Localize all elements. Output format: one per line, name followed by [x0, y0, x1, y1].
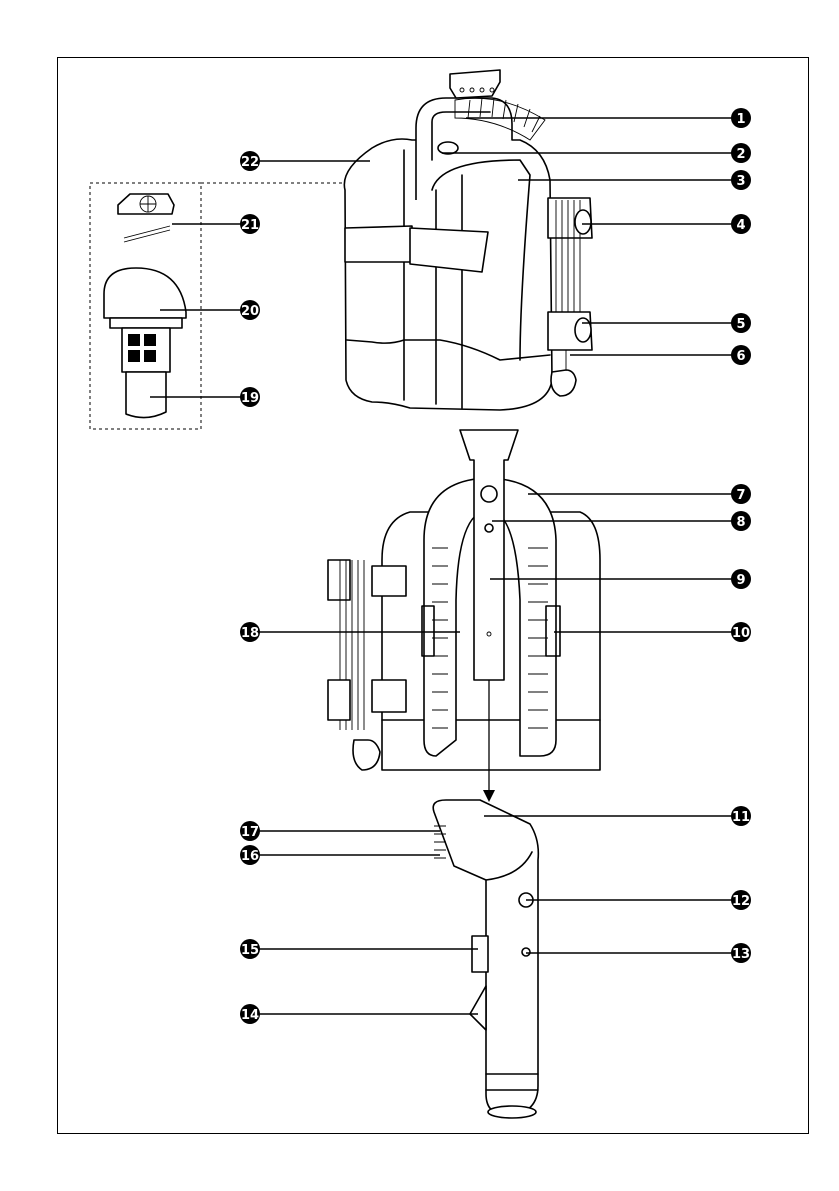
svg-text:6: 6 [736, 349, 745, 364]
callout-6: 6 [731, 345, 751, 365]
callout-13: 13 [731, 943, 751, 963]
spray-handle-detail [433, 800, 538, 1118]
rear-upper-cord-hook [328, 560, 350, 600]
svg-text:12: 12 [732, 894, 750, 909]
tank-unit-rear-view [328, 430, 600, 802]
svg-text:7: 7 [736, 488, 745, 503]
callout-14: 14 [240, 1004, 260, 1024]
svg-text:11: 11 [732, 810, 750, 825]
rear-lower-cord-hook [328, 680, 350, 720]
svg-text:18: 18 [241, 626, 259, 641]
svg-text:4: 4 [736, 218, 745, 233]
svg-text:14: 14 [241, 1008, 259, 1023]
callout-19: 19 [240, 387, 260, 407]
svg-text:8: 8 [736, 515, 745, 530]
callout-16: 16 [240, 845, 260, 865]
left-grip [345, 226, 412, 262]
callout-17: 17 [240, 821, 260, 841]
right-grip [410, 228, 488, 272]
top-cap [438, 142, 458, 154]
power-plug [551, 370, 576, 396]
callout-12: 12 [731, 890, 751, 910]
svg-text:17: 17 [241, 825, 259, 840]
filter-tube [126, 372, 166, 418]
callout-5: 5 [731, 313, 751, 333]
callout-1: 1 [731, 108, 751, 128]
svg-text:16: 16 [241, 849, 259, 864]
svg-text:5: 5 [736, 317, 745, 332]
callout-11: 11 [731, 806, 751, 826]
spray-handle-top [450, 70, 500, 98]
svg-text:13: 13 [732, 947, 750, 962]
callout-7: 7 [731, 484, 751, 504]
rear-plug [353, 740, 380, 770]
callout-9: 9 [731, 569, 751, 589]
callout-22: 22 [240, 151, 260, 171]
svg-text:15: 15 [241, 943, 259, 958]
callout-2: 2 [731, 143, 751, 163]
callout-10: 10 [731, 622, 751, 642]
svg-text:19: 19 [241, 391, 259, 406]
accessory-set [104, 194, 186, 418]
svg-text:1: 1 [736, 112, 745, 127]
svg-text:10: 10 [732, 626, 750, 641]
callout-20: 20 [240, 300, 260, 320]
callout-3: 3 [731, 170, 751, 190]
callout-15: 15 [240, 939, 260, 959]
svg-text:9: 9 [736, 573, 745, 588]
svg-text:3: 3 [736, 174, 745, 189]
callout-4: 4 [731, 214, 751, 234]
cap-thread [110, 318, 182, 328]
side-trigger [472, 936, 488, 972]
svg-text:22: 22 [241, 155, 259, 170]
callout-21: 21 [240, 214, 260, 234]
svg-text:21: 21 [241, 218, 259, 233]
callout-8: 8 [731, 511, 751, 531]
callout-18: 18 [240, 622, 260, 642]
svg-text:2: 2 [736, 147, 745, 162]
under-trigger [470, 986, 486, 1030]
svg-text:20: 20 [241, 304, 259, 319]
